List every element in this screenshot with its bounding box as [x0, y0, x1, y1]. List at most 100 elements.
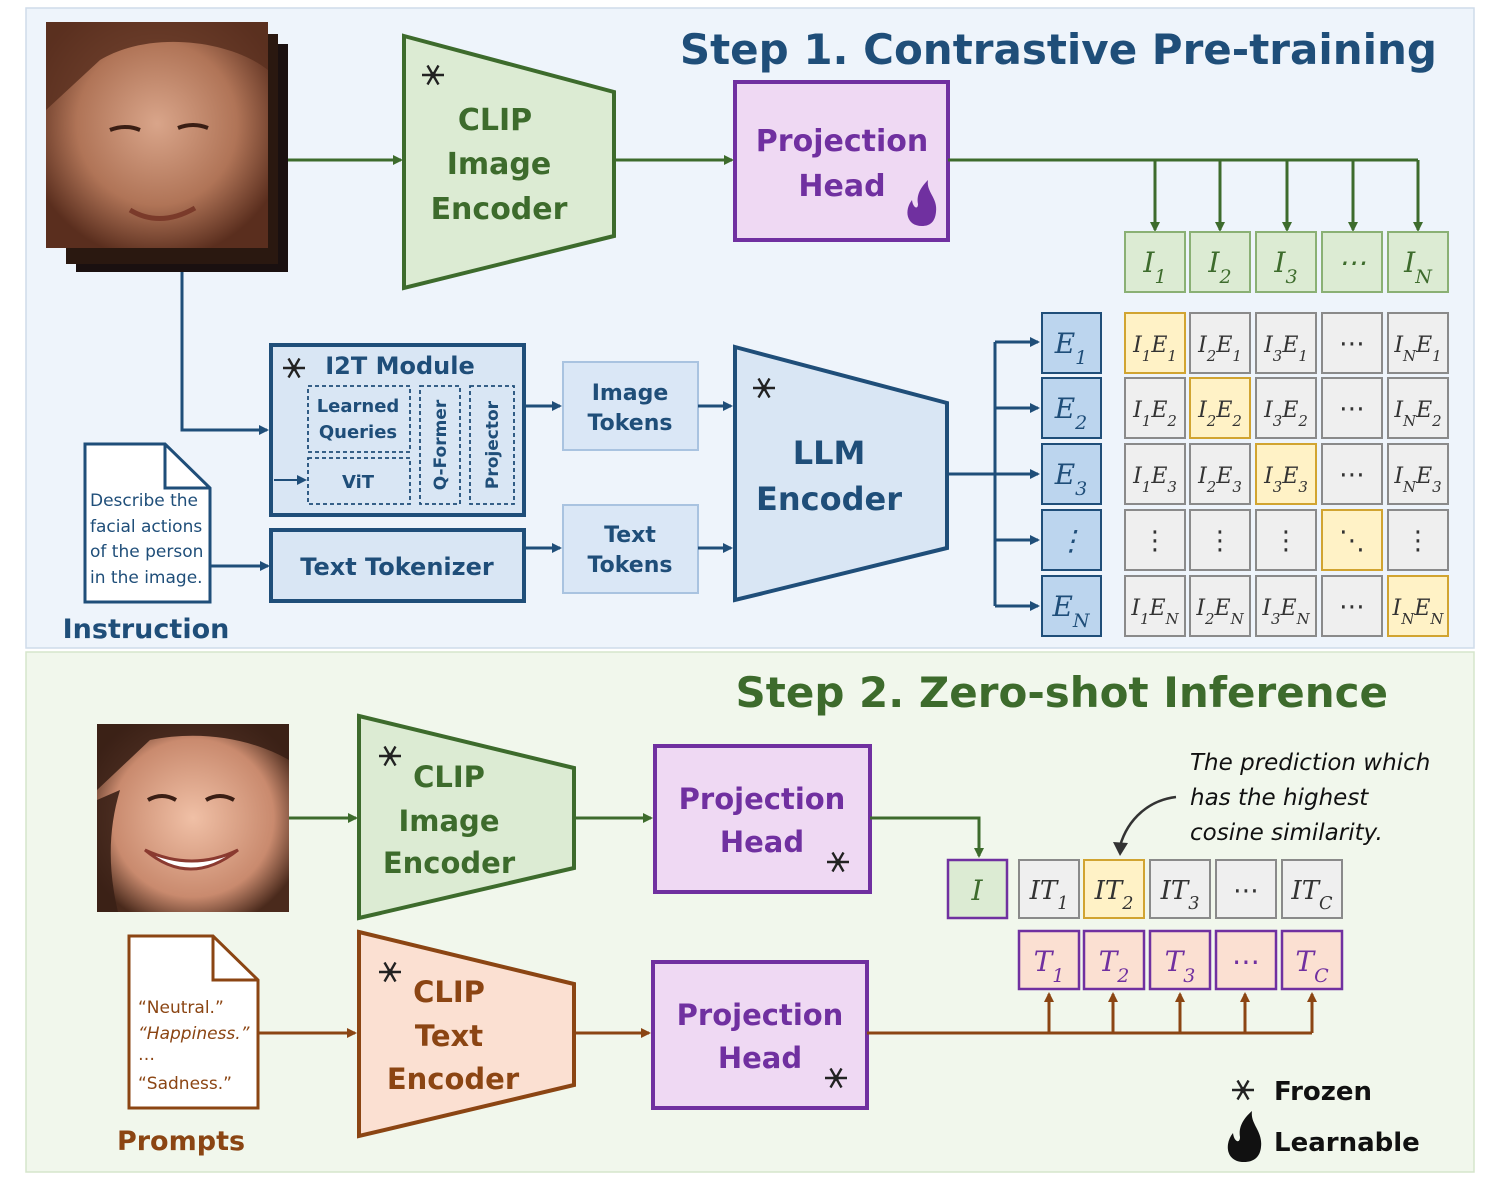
- matrix-cell: ⋮: [1255, 509, 1317, 571]
- matrix-cell: INE3: [1387, 443, 1449, 505]
- svg-text:⋯: ⋯: [1338, 246, 1366, 279]
- svg-text:…: …: [138, 1045, 155, 1065]
- svg-text:E3: E3: [1054, 458, 1088, 500]
- svg-text:Encoder: Encoder: [387, 1062, 520, 1096]
- svg-text:Encoder: Encoder: [431, 192, 568, 227]
- svg-text:INE2: INE2: [1393, 398, 1441, 430]
- clip-text-encoder: CLIP Text Encoder: [357, 929, 576, 1139]
- svg-text:Image: Image: [592, 381, 669, 406]
- svg-text:⋯: ⋯: [1339, 329, 1365, 359]
- svg-text:⋯: ⋯: [1233, 876, 1259, 906]
- svg-text:Describe the: Describe the: [90, 491, 198, 511]
- svg-text:⋯: ⋯: [1339, 460, 1365, 490]
- input-face-image-stack: [46, 22, 288, 272]
- text-tokens: Text Tokens: [562, 504, 699, 594]
- text-embedding-5: EN: [1041, 575, 1102, 637]
- svg-text:E2: E2: [1054, 392, 1088, 434]
- image-tokens: Image Tokens: [562, 361, 699, 451]
- step1-title: Step 1. Contrastive Pre-training: [680, 25, 1437, 74]
- svg-text:CLIP: CLIP: [413, 975, 485, 1009]
- svg-text:I2E1: I2E1: [1197, 333, 1242, 365]
- svg-text:Text: Text: [604, 523, 656, 548]
- svg-text:facial actions: facial actions: [90, 517, 202, 537]
- image-embedding-2: I2: [1189, 231, 1251, 293]
- matrix-cell: I2E2: [1189, 377, 1251, 439]
- svg-text:E1: E1: [1054, 327, 1088, 369]
- svg-text:Projector: Projector: [483, 400, 503, 489]
- svg-text:ViT: ViT: [342, 472, 375, 493]
- svg-text:I: I: [970, 874, 983, 907]
- svg-text:Projection: Projection: [677, 998, 844, 1032]
- svg-text:⋯: ⋯: [1232, 945, 1260, 978]
- step2-title: Step 2. Zero-shot Inference: [736, 668, 1388, 717]
- matrix-cell: INE1: [1387, 312, 1449, 374]
- svg-text:⋯: ⋯: [1339, 394, 1365, 424]
- svg-text:I2T Module: I2T Module: [325, 352, 475, 380]
- svg-text:I1E1: I1E1: [1132, 333, 1177, 365]
- svg-text:Head: Head: [720, 825, 804, 859]
- svg-text:Image: Image: [398, 804, 499, 838]
- svg-text:CLIP: CLIP: [458, 103, 532, 138]
- svg-text:Projection: Projection: [756, 124, 928, 159]
- svg-text:⋮: ⋮: [1273, 526, 1299, 556]
- text-embedding-t-1: T1: [1017, 929, 1081, 991]
- svg-text:Head: Head: [798, 169, 885, 204]
- input-face-image-2: [97, 724, 289, 912]
- matrix-cell: INEN: [1387, 575, 1449, 637]
- svg-text:T1: T1: [1034, 945, 1065, 987]
- matrix-cell: I1E3: [1124, 443, 1186, 505]
- svg-text:of the person: of the person: [90, 542, 203, 562]
- svg-text:I2E3: I2E3: [1197, 464, 1242, 496]
- matrix-cell: I1E2: [1124, 377, 1186, 439]
- text-tokenizer: Text Tokenizer: [269, 528, 526, 603]
- svg-text:Encoder: Encoder: [756, 480, 902, 518]
- matrix-cell: I2E1: [1189, 312, 1251, 374]
- matrix-cell: I3EN: [1255, 575, 1317, 637]
- svg-text:I3E1: I3E1: [1263, 333, 1308, 365]
- text-embedding-t-3: T3: [1148, 929, 1212, 991]
- image-embedding-5: IN: [1387, 231, 1449, 293]
- score-cell-2: IT2: [1083, 859, 1145, 919]
- matrix-cell: ⋮: [1387, 509, 1449, 571]
- svg-text:TC: TC: [1295, 945, 1329, 987]
- svg-text:I2EN: I2EN: [1195, 596, 1244, 628]
- matrix-cell: I1EN: [1124, 575, 1186, 637]
- image-embedding-4: ⋯: [1321, 231, 1383, 293]
- svg-text:Text: Text: [415, 1019, 483, 1053]
- matrix-cell: INE2: [1387, 377, 1449, 439]
- svg-text:ITC: ITC: [1290, 876, 1333, 914]
- prompts-document: “Neutral.” “Happiness.” … “Sadness.”: [127, 934, 260, 1110]
- llm-encoder: LLM Encoder: [733, 344, 949, 603]
- projection-head-2-image: Projection Head: [653, 744, 872, 894]
- matrix-cell: I2E3: [1189, 443, 1251, 505]
- i2t-module: I2T Module Learned Queries ViT Q-Former …: [269, 343, 526, 517]
- svg-text:I3EN: I3EN: [1261, 596, 1310, 628]
- matrix-cell: I2EN: [1189, 575, 1251, 637]
- svg-text:“Happiness.”: “Happiness.”: [138, 1024, 250, 1044]
- text-embedding-2: E2: [1041, 377, 1102, 439]
- clip-image-encoder-1: CLIP Image Encoder: [402, 33, 616, 291]
- svg-text:⋮: ⋮: [1207, 526, 1233, 556]
- svg-text:⋮: ⋮: [1142, 526, 1168, 556]
- learnable-flame-icon: [907, 180, 937, 226]
- matrix-cell: I3E2: [1255, 377, 1317, 439]
- legend: Frozen Learnable: [1227, 1077, 1420, 1162]
- svg-text:“Sadness.”: “Sadness.”: [138, 1074, 232, 1094]
- svg-text:I3E3: I3E3: [1263, 464, 1308, 496]
- svg-text:Head: Head: [718, 1041, 802, 1075]
- matrix-cell: ⋯: [1321, 377, 1383, 439]
- score-cell-5: ITC: [1281, 859, 1343, 919]
- svg-text:Learned: Learned: [317, 396, 400, 417]
- matrix-cell: I1E1: [1124, 312, 1186, 374]
- svg-text:CLIP: CLIP: [413, 760, 485, 794]
- svg-text:⋮: ⋮: [1057, 524, 1085, 557]
- image-embedding-step2: I: [946, 858, 1009, 920]
- svg-text:LLM: LLM: [793, 434, 866, 472]
- instruction-document: Describe the facial actions of the perso…: [83, 442, 212, 604]
